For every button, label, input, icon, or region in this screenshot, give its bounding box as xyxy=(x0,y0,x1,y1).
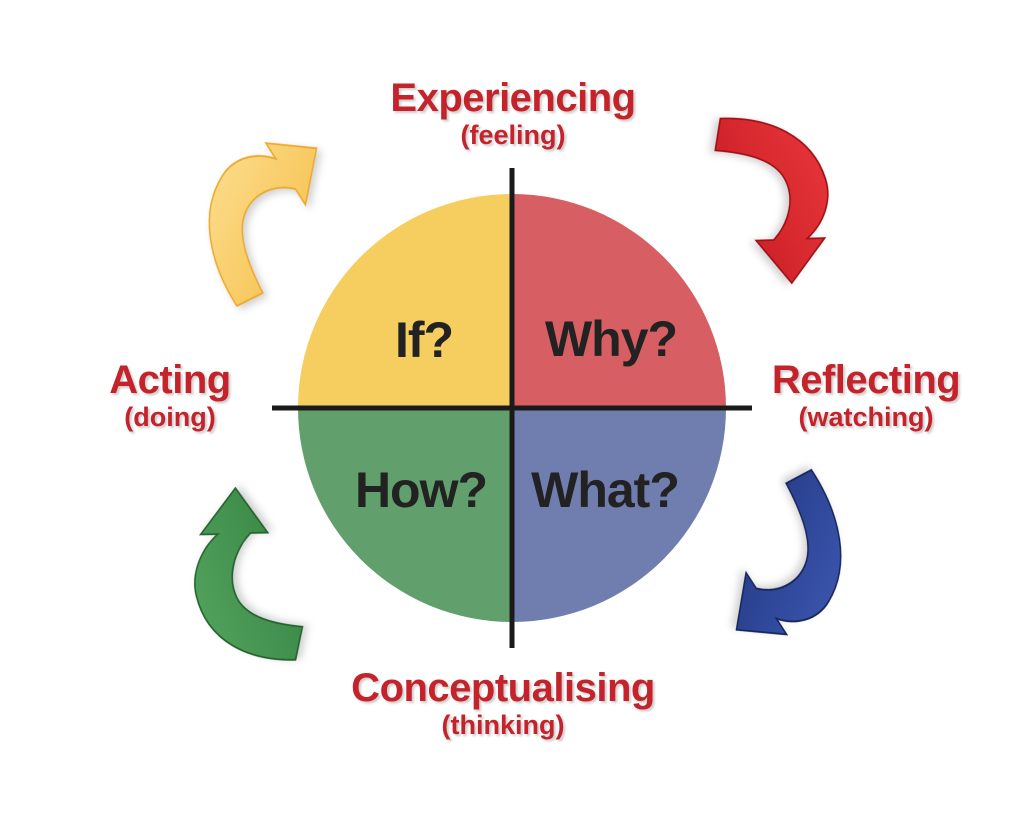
curved-arrow-shape xyxy=(194,486,304,661)
axis-horizontal-line xyxy=(272,405,752,411)
curved-arrow-conceptualising-to-acting xyxy=(194,486,304,661)
quadrant-question-why: Why? xyxy=(544,311,678,367)
stage-label-reflecting: Reflecting (watching) xyxy=(771,358,961,433)
stage-label-experiencing-sub: (feeling) xyxy=(460,120,566,150)
quadrant-question-how: How? xyxy=(354,462,488,518)
curved-arrow-shape xyxy=(714,117,829,285)
quadrant-top-left xyxy=(298,194,512,408)
curved-arrow-acting-to-experiencing xyxy=(208,142,318,308)
stage-label-conceptualising-sub: (thinking) xyxy=(441,710,565,740)
curved-arrow-shape xyxy=(735,468,842,636)
stage-label-experiencing-main: Experiencing xyxy=(390,76,636,120)
curved-arrow-experiencing-to-reflecting xyxy=(714,117,829,285)
stage-label-reflecting-main: Reflecting xyxy=(771,358,961,402)
curved-arrow-reflecting-to-conceptualising xyxy=(735,468,842,636)
cycle-circle xyxy=(272,168,752,648)
stage-label-acting: Acting (doing) xyxy=(109,358,231,433)
stage-label-reflecting-sub: (watching) xyxy=(798,402,934,432)
quadrant-bottom-left xyxy=(298,408,512,622)
stage-label-conceptualising: Conceptualising (thinking) xyxy=(351,668,655,741)
stage-label-conceptualising-main: Conceptualising xyxy=(351,666,655,710)
stage-label-acting-main: Acting xyxy=(109,358,231,402)
curved-arrow-shape xyxy=(208,142,318,308)
stage-label-experiencing: Experiencing (feeling) xyxy=(390,76,636,151)
quadrant-top-right xyxy=(512,194,726,408)
quadrant-question-what: What? xyxy=(531,462,680,518)
quadrant-bottom-right xyxy=(512,408,726,622)
quadrant-question-if: If? xyxy=(394,312,454,368)
stage-label-acting-sub: (doing) xyxy=(124,402,216,432)
